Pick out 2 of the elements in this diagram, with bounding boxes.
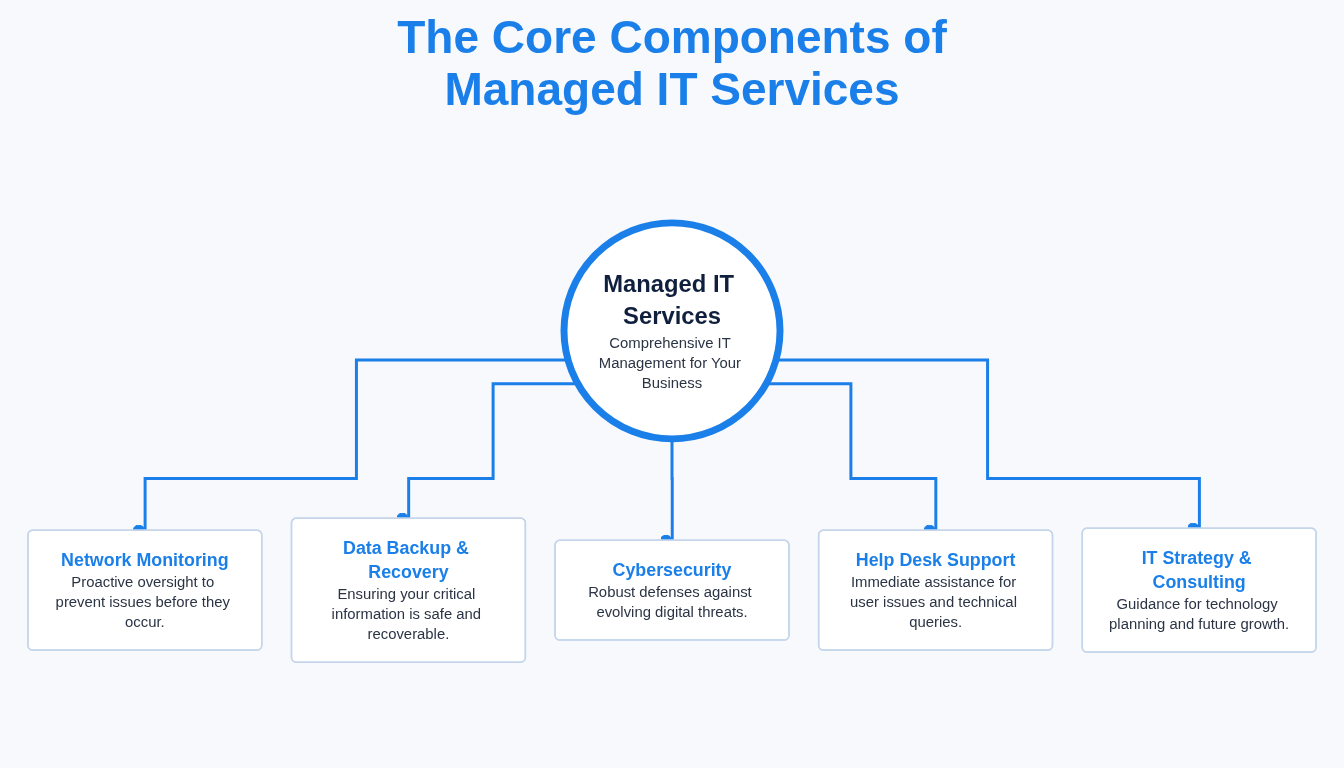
- node-circle: Managed IT Services Comprehensive IT Management for Your Business: [560, 219, 784, 443]
- title: The Core Components of Managed IT Services: [396, 12, 948, 116]
